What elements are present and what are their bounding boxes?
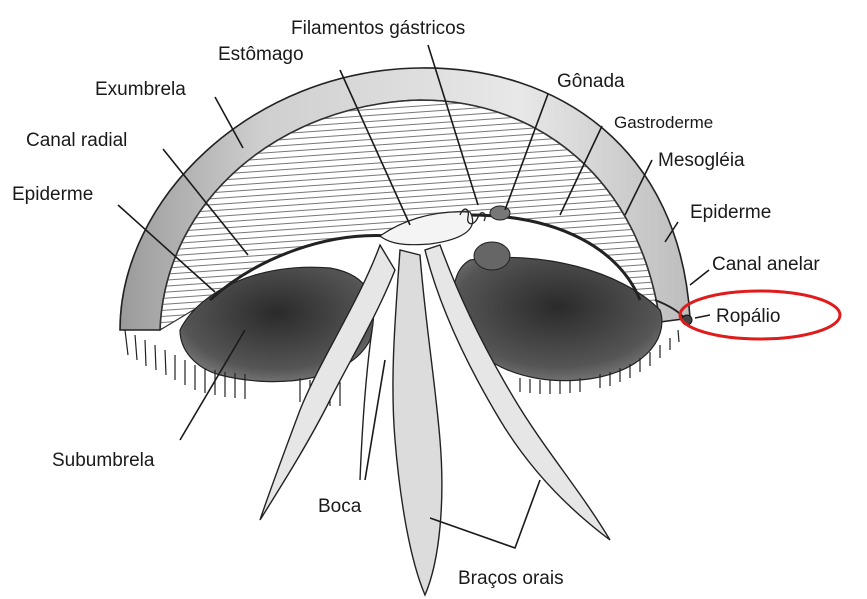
- label-ropalio: Ropálio: [716, 306, 780, 327]
- label-subumbrela: Subumbrela: [52, 450, 155, 471]
- oral-arm-center: [393, 250, 442, 595]
- label-canal-anelar: Canal anelar: [712, 254, 820, 275]
- label-filamentos: Filamentos gástricos: [291, 18, 465, 39]
- label-gastroderme: Gastroderme: [614, 113, 713, 132]
- label-estomago: Estômago: [218, 44, 304, 65]
- label-gonada: Gônada: [557, 71, 625, 92]
- gonad-lower: [474, 242, 510, 270]
- label-bracos-orais: Braços orais: [458, 568, 564, 589]
- label-epiderme-left: Epiderme: [12, 184, 93, 205]
- label-canal-radial: Canal radial: [26, 130, 127, 151]
- label-epiderme-right: Epiderme: [690, 202, 771, 223]
- label-exumbrela: Exumbrela: [95, 79, 186, 100]
- label-boca: Boca: [318, 496, 362, 517]
- label-mesogleia: Mesogléia: [658, 150, 745, 171]
- gonad: [490, 206, 510, 220]
